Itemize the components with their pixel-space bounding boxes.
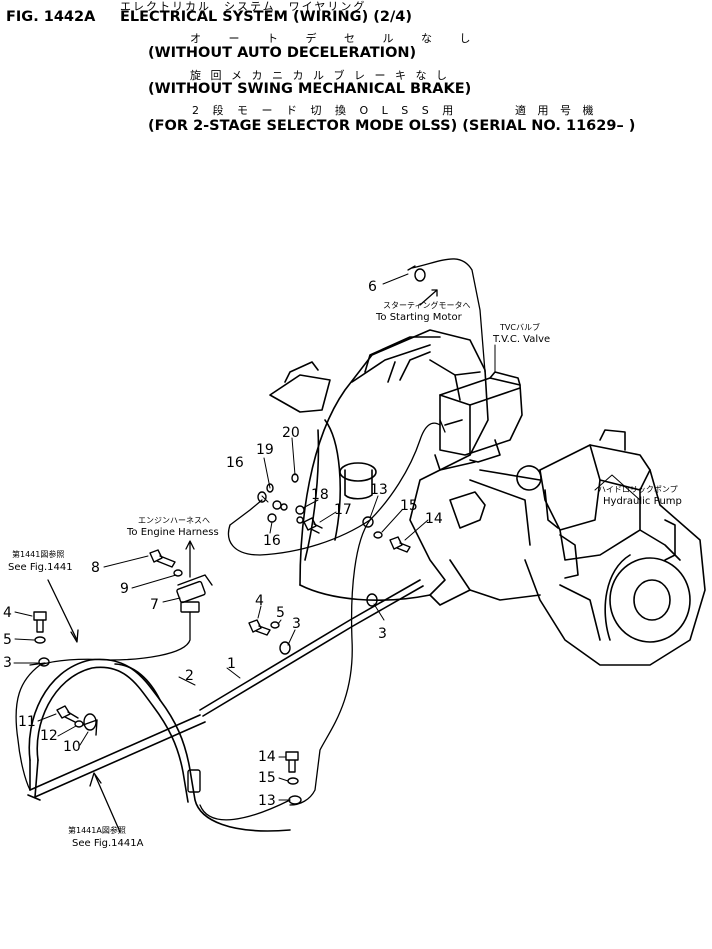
see-fig-1441-label: See Fig.1441 [8,562,73,573]
see-fig-1441a-label: See Fig.1441A [72,838,144,849]
part-14-lower-label: 14 [258,749,276,765]
part-14-right-label: 14 [425,511,443,527]
connector-drawings [38,268,426,805]
arrow-drawings [47,289,438,833]
part-number-labels: 6 8 9 7 4 5 3 11 12 10 1 2 4 5 3 3 16 16… [3,279,443,809]
hydraulic-pump-label: Hydraulic Pump [603,496,682,507]
part-12-label: 12 [40,728,58,744]
part-15-lower-label: 15 [258,770,276,786]
kana-line-4: 2 段 モ ー ド 切 換 O L S S 用 [192,104,459,117]
leader-lines [13,273,641,801]
engine-harness-jp: エンジンハーネスへ [138,516,210,525]
part-4-left-label: 4 [3,605,12,621]
part-20-label: 20 [282,425,300,441]
kana-line-1: エレクトリカル システム ワイヤリング [120,0,367,13]
kana-line-4b: 適 用 号 機 [515,104,598,117]
starting-motor-label: To Starting Motor [375,312,463,323]
callout-texts: スターティングモータへ To Starting Motor TVCバルブ T.V… [8,300,682,849]
engine-harness-label: To Engine Harness [126,527,219,538]
part-10-label: 10 [63,739,81,755]
part-5-left-label: 5 [3,632,12,648]
part-2-label: 2 [185,668,194,684]
hydraulic-pump-jp: ハイドロリックポンプ [598,485,678,494]
part-7-label: 7 [150,597,159,613]
part-11-label: 11 [18,714,36,730]
see-fig-1441a-jp: 第1441A図参照 [68,825,126,835]
part-15-right-label: 15 [400,498,418,514]
kana-line-2: オ ー ト デ セ ル な し [190,32,483,45]
part-18-label: 18 [311,487,329,503]
see-fig-1441-jp: 第1441図参照 [12,549,64,559]
part-3-right-label: 3 [378,626,387,642]
tvc-valve-label: T.V.C. Valve [492,334,550,345]
part-5-mid-label: 5 [276,605,285,621]
tvc-valve-jp: TVCバルブ [499,322,540,332]
subtitle-line-2: (WITHOUT AUTO DECELERATION) [148,45,417,61]
part-1-label: 1 [227,656,236,672]
subtitle-line-3: (WITHOUT SWING MECHANICAL BRAKE) [148,81,472,97]
part-13-lower-label: 13 [258,793,276,809]
part-8-label: 8 [91,560,100,576]
part-19-label: 19 [256,442,274,458]
hydraulic-pump-drawing [429,429,706,666]
kana-line-3: 旋 回 メ カ ニ カ ル ブ レ ー キ な し [190,69,450,82]
part-17-label: 17 [334,502,352,518]
part-4-mid-label: 4 [255,593,264,609]
subtitle-line-4: (FOR 2-STAGE SELECTOR MODE OLSS) (SERIAL… [148,118,636,134]
part-13-right-label: 13 [370,482,388,498]
figure-title: ELECTRICAL SYSTEM (WIRING) (2/4) [120,9,412,25]
part-3-left-label: 3 [3,655,12,671]
part-6-label: 6 [368,279,377,295]
part-16-bottom-label: 16 [263,533,281,549]
figure-id: FIG. 1442A [6,9,96,25]
tvc-valve-drawing [434,371,523,471]
part-16-top-label: 16 [226,455,244,471]
bolt-drawings [33,473,411,785]
thin-wires-drawing [15,258,486,821]
starting-motor-jp: スターティングモータへ [383,300,471,310]
main-harness-drawing [27,579,424,832]
engine-block-drawing [269,329,489,601]
part-3-mid-label: 3 [292,616,301,632]
part-9-label: 9 [120,581,129,597]
